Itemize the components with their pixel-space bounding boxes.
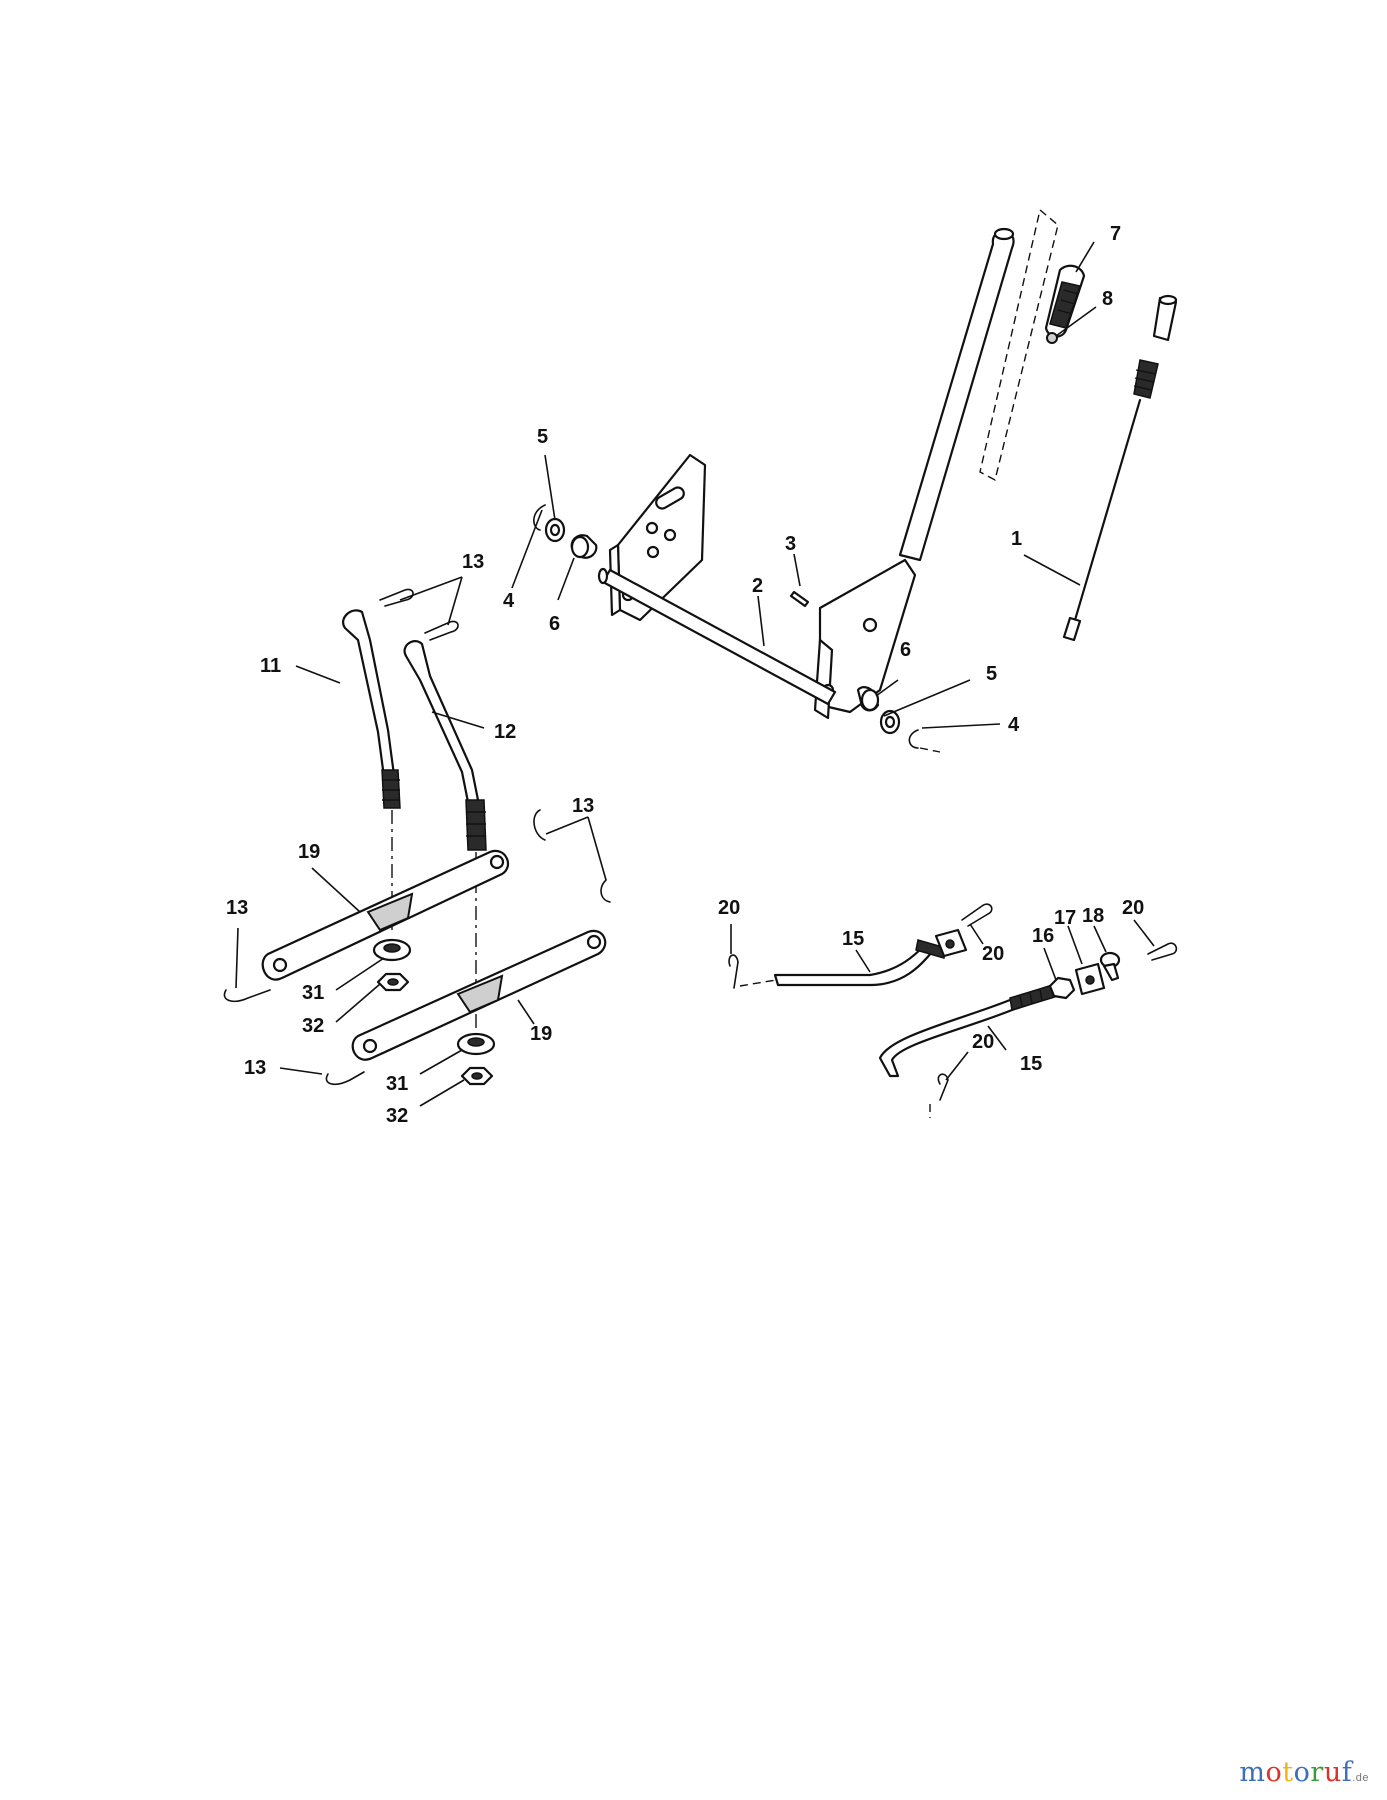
hairpin-clip-top-1 <box>379 588 414 607</box>
cotter-pin-left <box>728 954 739 989</box>
leader-lines <box>235 241 1155 1107</box>
callout-20-top: 20 <box>982 943 1004 965</box>
hairpin-clip-bottom <box>325 1071 365 1086</box>
callout-32-lower: 32 <box>386 1105 408 1127</box>
callout-3: 3 <box>785 533 796 555</box>
clip-lower <box>908 729 941 753</box>
callout-6-left: 6 <box>549 613 560 635</box>
callout-15-upper: 15 <box>842 928 864 950</box>
callout-20-left: 20 <box>718 897 740 919</box>
cotter-pin-bottom <box>937 1073 949 1101</box>
hairpin-clip-right-1 <box>533 809 546 841</box>
callout-5-left: 5 <box>537 426 548 448</box>
adjust-block-upper <box>934 928 968 958</box>
callout-16: 16 <box>1032 925 1054 947</box>
watermark-letter: t <box>1282 1757 1294 1788</box>
adjust-block <box>1074 962 1106 996</box>
callout-32-upper: 32 <box>302 1015 324 1037</box>
adjust-bushing <box>1099 951 1121 982</box>
lift-arm-upper <box>261 849 509 981</box>
lift-shaft <box>597 567 837 706</box>
watermark-letter: m <box>1239 1757 1266 1788</box>
callout-labels: 1 2 3 4 4 5 5 6 6 7 8 11 12 13 13 13 13 … <box>226 223 1144 1127</box>
callout-19-lower: 19 <box>530 1023 552 1045</box>
roll-pin <box>789 590 810 608</box>
lift-arm-lower <box>351 929 607 1061</box>
bushing-upper <box>570 534 598 559</box>
watermark-letter: r <box>1310 1757 1324 1788</box>
lift-handle <box>813 208 1059 720</box>
callout-31-lower: 31 <box>386 1073 408 1095</box>
watermark-letter: o <box>1265 1757 1283 1788</box>
nut-upper <box>376 972 410 992</box>
watermark-letter: f <box>1341 1757 1353 1788</box>
callout-11: 11 <box>260 655 281 677</box>
washer-upper <box>544 517 566 543</box>
watermark-letters: motoruf <box>1239 1757 1352 1788</box>
washer-lower <box>879 709 901 735</box>
spacer-upper <box>372 938 412 962</box>
callout-12: 12 <box>494 721 516 743</box>
callout-1: 1 <box>1011 528 1022 550</box>
hairpin-clip-top-2 <box>424 620 459 641</box>
callout-13-top: 13 <box>462 551 484 573</box>
callout-4-right: 4 <box>1008 714 1020 736</box>
mounting-plate <box>608 453 707 622</box>
callout-13-bottom: 13 <box>244 1057 266 1079</box>
watermark-logo: motoruf.de <box>1239 1757 1369 1788</box>
callout-13-right: 13 <box>572 795 594 817</box>
clip-upper <box>533 504 546 531</box>
lift-cable <box>1062 294 1178 642</box>
callout-17: 17 <box>1054 907 1076 929</box>
lift-link-11 <box>342 609 401 809</box>
callout-7: 7 <box>1110 223 1121 245</box>
callout-31-upper: 31 <box>302 982 324 1004</box>
watermark-suffix: .de <box>1352 1772 1369 1784</box>
adjust-nut <box>1048 976 1076 1000</box>
cotter-pin-right <box>1147 942 1178 961</box>
callout-5-right: 5 <box>986 663 997 685</box>
handle-grip <box>1044 264 1086 338</box>
callout-6-right: 6 <box>900 639 911 661</box>
lift-link-12 <box>403 640 487 851</box>
bushing-lower <box>856 686 880 712</box>
spacer-lower <box>456 1032 496 1056</box>
grip-nut <box>1046 332 1058 344</box>
callout-18: 18 <box>1082 905 1104 927</box>
hairpin-clip-right-2 <box>600 879 611 903</box>
watermark-letter: u <box>1323 1757 1342 1788</box>
watermark-letter: o <box>1293 1757 1311 1788</box>
callout-8: 8 <box>1102 288 1113 310</box>
callout-20-bottom: 20 <box>972 1031 994 1053</box>
callout-15-lower: 15 <box>1020 1053 1042 1075</box>
adjust-rod-upper <box>773 939 947 987</box>
callout-13-left: 13 <box>226 897 248 919</box>
hairpin-clip-left <box>223 989 271 1002</box>
callout-20-right: 20 <box>1122 897 1144 919</box>
callout-4-left: 4 <box>503 590 515 612</box>
callout-2: 2 <box>752 575 763 597</box>
callout-19-upper: 19 <box>298 841 320 863</box>
nut-lower <box>460 1066 494 1086</box>
cotter-pin-top <box>961 903 993 927</box>
